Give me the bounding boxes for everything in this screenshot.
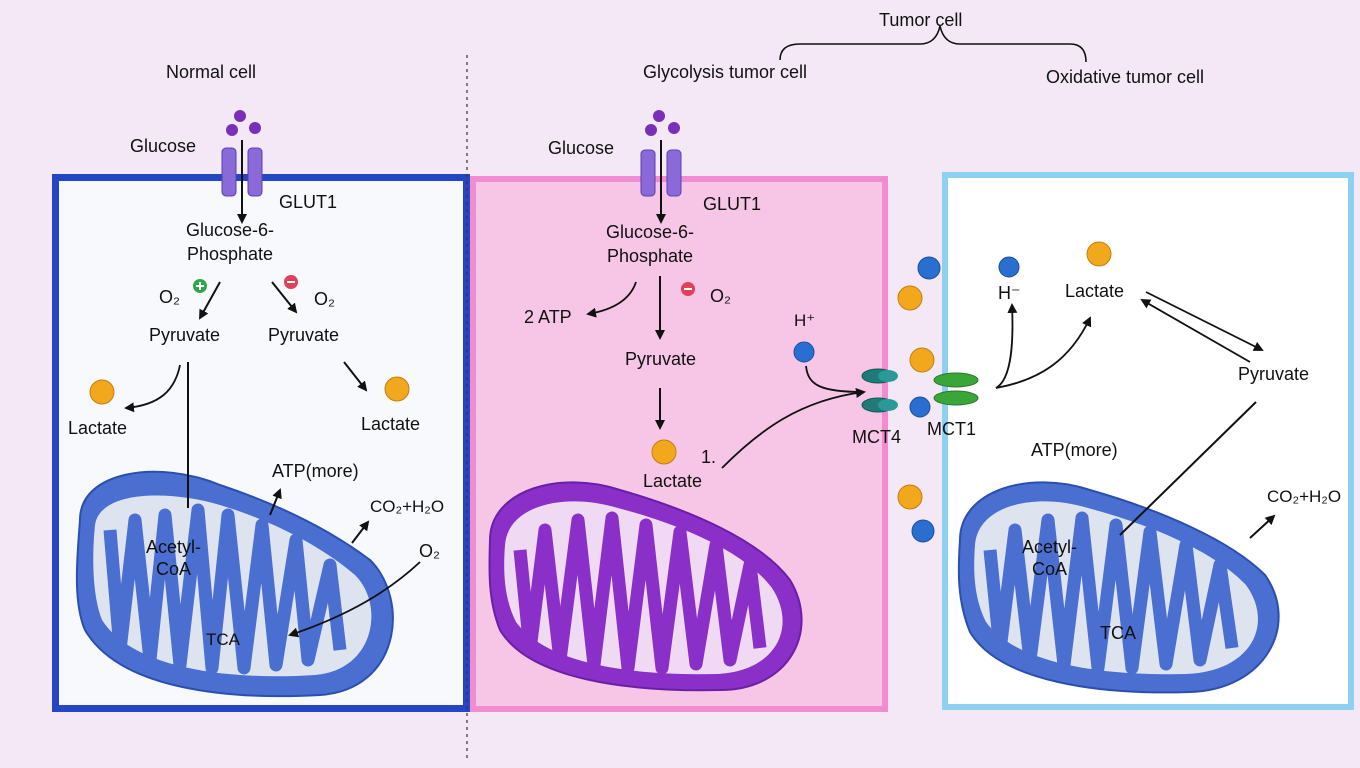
arrow-pyruvate-to-lactate-right [343, 361, 368, 392]
lactate-dot-extracellular-2 [909, 347, 935, 373]
lactate-dot-glycolysis [651, 439, 677, 465]
o2-label-left: O₂ [159, 287, 180, 307]
proton-dot-extracellular-2 [909, 396, 931, 418]
mitochondrion-glycolysis [488, 481, 803, 692]
o2-mito-label-normal: O₂ [419, 541, 440, 561]
mct1-label: MCT1 [927, 419, 976, 439]
arrow-mct1-to-proton [995, 303, 1018, 389]
proton-dot-extracellular-1 [917, 256, 941, 280]
pyruvate-label-right: Pyruvate [268, 325, 340, 345]
co2-h2o-label-oxidative: CO₂+H₂O [1267, 487, 1342, 506]
lactate-dot-oxidative [1086, 241, 1112, 267]
mitochondrion-normal [75, 470, 394, 698]
g6p-label-glycolysis: Glucose-6- Phosphate [606, 220, 694, 268]
o2-label-glycolysis: O₂ [710, 286, 731, 306]
lactate-dot-normal-right [384, 376, 410, 402]
arrow-to-2atp [586, 281, 637, 318]
o2-label-right: O₂ [314, 289, 335, 309]
mct4-transporter [861, 368, 898, 413]
tca-label-oxidative: TCA [1100, 623, 1136, 643]
lactate-dot-extracellular-1 [897, 285, 923, 311]
proton-dot-oxidative [998, 256, 1020, 278]
h-label-right: H⁻ [998, 283, 1021, 303]
arrow-mct1-to-lactate [995, 316, 1092, 389]
glucose-dots-normal [226, 110, 261, 136]
g6p-line2: Phosphate [186, 244, 274, 264]
tumor-cell-title: Tumor cell [879, 10, 963, 30]
arrow-o2-to-tca [288, 561, 421, 638]
g6p-line1-glycolysis: Glucose-6- [606, 222, 695, 242]
proton-dot-left [793, 341, 815, 363]
lactate-label-oxidative: Lactate [1065, 281, 1125, 301]
arrow-to-pyruvate-left [199, 281, 221, 320]
acetyl-line1: Acetyl- [146, 537, 202, 557]
arrow-pyruvate-to-lactate-left [124, 364, 181, 413]
arrow-co2-normal [351, 520, 370, 544]
glycolysis-tumor-cell-title: Glycolysis tumor cell [643, 62, 808, 82]
glut1-transporter-glycolysis [640, 149, 682, 197]
glucose-label-glycolysis: Glucose [548, 138, 615, 158]
oxidative-tumor-cell-title: Oxidative tumor cell [1046, 67, 1205, 87]
lactate-dot-extracellular-3 [897, 484, 923, 510]
proton-dot-extracellular-3 [911, 519, 935, 543]
acetyl-line2: CoA [156, 559, 192, 579]
pyruvate-label-left: Pyruvate [149, 325, 221, 345]
glut1-transporter-normal [221, 147, 263, 197]
acetyl-coa-label-normal: Acetyl- CoA [146, 536, 201, 580]
h-plus-label-left: H⁺ [794, 311, 816, 330]
atp-more-label-oxidative: ATP(more) [1031, 440, 1118, 460]
pyruvate-label-oxidative: Pyruvate [1238, 364, 1310, 384]
arrow-lactate-to-pyruvate [1145, 291, 1264, 351]
glucose-label-normal: Glucose [130, 136, 197, 156]
mitochondrion-oxidative [957, 481, 1280, 694]
tumor-cell-brace [779, 25, 1087, 63]
acetyl-line1-oxidative: Acetyl- [1022, 537, 1078, 557]
tca-label-normal: TCA [206, 630, 240, 649]
acetyl-line2-oxidative: CoA [1032, 559, 1068, 579]
co2-h2o-label-normal: CO₂+H₂O [370, 497, 445, 516]
acetyl-coa-label-oxidative: Acetyl- CoA [1022, 536, 1077, 580]
glut1-label-normal: GLUT1 [279, 192, 338, 212]
step-1-label: 1. [701, 447, 717, 467]
g6p-label-normal: Glucose-6- Phosphate [186, 218, 274, 266]
2atp-label: 2 ATP [524, 307, 572, 327]
normal-cell-title: Normal cell [166, 62, 257, 82]
lactate-dot-normal-left [89, 379, 115, 405]
mct1-transporter [933, 372, 979, 406]
lactate-label-left: Lactate [68, 418, 128, 438]
g6p-line1: Glucose-6- [186, 220, 275, 240]
glut1-label-glycolysis: GLUT1 [703, 194, 762, 214]
atp-more-label-normal: ATP(more) [272, 461, 359, 481]
line-pyruvate-to-mito-oxidative [1119, 401, 1257, 536]
arrow-proton-to-mct4 [805, 365, 865, 393]
g6p-line2-glycolysis: Phosphate [606, 246, 694, 266]
lactate-label-right: Lactate [361, 414, 421, 434]
mct4-label: MCT4 [852, 427, 901, 447]
lactate-label-glycolysis: Lactate [643, 471, 703, 491]
arrow-atp-normal [269, 488, 282, 516]
arrow-lactate-to-mct4 [721, 388, 866, 469]
glucose-dots-glycolysis [645, 110, 680, 136]
arrow-co2-oxidative [1249, 514, 1276, 539]
pyruvate-label-glycolysis: Pyruvate [625, 349, 697, 369]
arrow-pyruvate-to-lactate [1140, 299, 1251, 363]
arrow-to-pyruvate-right [271, 281, 298, 314]
